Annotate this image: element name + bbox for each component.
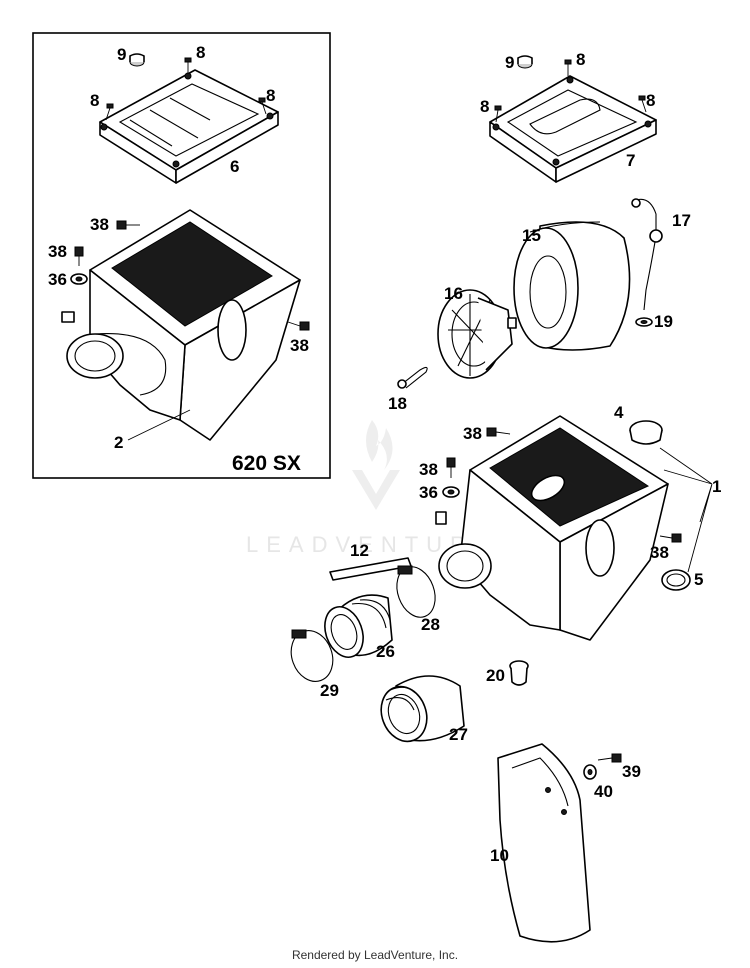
callout-8: 8 <box>266 86 275 105</box>
callout-28: 28 <box>421 615 440 634</box>
callout-29: 29 <box>320 681 339 700</box>
callout-20: 20 <box>486 666 505 685</box>
callout-7: 7 <box>626 151 635 170</box>
callout-40: 40 <box>594 782 613 801</box>
callout-39: 39 <box>622 762 641 781</box>
variant-inset-box <box>32 32 331 479</box>
callout-16: 16 <box>444 284 463 303</box>
mud-guard-part-10 <box>497 743 591 943</box>
callout-38: 38 <box>48 242 67 261</box>
callout-18: 18 <box>388 394 407 413</box>
callout-8: 8 <box>646 91 655 110</box>
airbox-part-2 <box>61 209 301 441</box>
cover-plate-part-6 <box>99 69 279 184</box>
pin-part-18 <box>397 366 428 389</box>
screws-part-8b <box>494 59 647 123</box>
callout-38: 38 <box>419 460 438 479</box>
callout-38: 38 <box>90 215 109 234</box>
plug-part-9a <box>129 53 145 67</box>
callout-10: 10 <box>490 846 509 865</box>
callout-38: 38 <box>650 543 669 562</box>
washer-part-40 <box>583 764 597 780</box>
cap-part-4 <box>629 420 663 445</box>
callout-9: 9 <box>117 45 126 64</box>
bracket-part-17 <box>631 198 663 311</box>
callout-1: 1 <box>712 477 721 496</box>
callout-36: 36 <box>48 270 67 289</box>
callout-5: 5 <box>694 570 703 589</box>
fasteners-part-38-36 <box>70 220 310 331</box>
callout-8: 8 <box>480 97 489 116</box>
callout-9: 9 <box>505 53 514 72</box>
callout-4: 4 <box>614 403 624 422</box>
callout-17: 17 <box>672 211 691 230</box>
callout-27: 27 <box>449 725 468 744</box>
intake-boot-part-26 <box>324 594 393 658</box>
cover-plate-part-7 <box>489 75 657 183</box>
plug-part-20 <box>509 660 529 686</box>
render-credit: Rendered by LeadVenture, Inc. <box>291 948 459 962</box>
callout-8: 8 <box>196 43 205 62</box>
plug-part-9b <box>517 55 533 69</box>
airbox-part-1 <box>435 415 669 641</box>
leadventure-watermark: LEADVENTURE <box>246 420 489 557</box>
callout-26: 26 <box>376 642 395 661</box>
clamp-part-29 <box>290 629 334 682</box>
callout-6: 6 <box>230 157 239 176</box>
intake-sleeve-part-27 <box>380 675 465 743</box>
callout-8: 8 <box>90 91 99 110</box>
model-label-620sx: 620 SX <box>232 452 301 475</box>
grommet-part-19 <box>635 317 653 327</box>
filter-cage-part-16 <box>437 289 517 379</box>
screw-part-39 <box>597 753 622 763</box>
callout-12: 12 <box>350 541 369 560</box>
fasteners-part-38-36-b <box>442 427 682 543</box>
callout-8: 8 <box>576 50 585 69</box>
callout-19: 19 <box>654 312 673 331</box>
callout-36: 36 <box>419 483 438 502</box>
cap-part-5 <box>661 569 691 591</box>
callout-38: 38 <box>463 424 482 443</box>
callout-2: 2 <box>114 433 123 452</box>
callout-38: 38 <box>290 336 309 355</box>
clamp-part-28 <box>396 565 436 618</box>
callout-15: 15 <box>522 226 541 245</box>
screws-part-8a <box>105 57 267 121</box>
air-filter-part-15 <box>513 221 631 351</box>
